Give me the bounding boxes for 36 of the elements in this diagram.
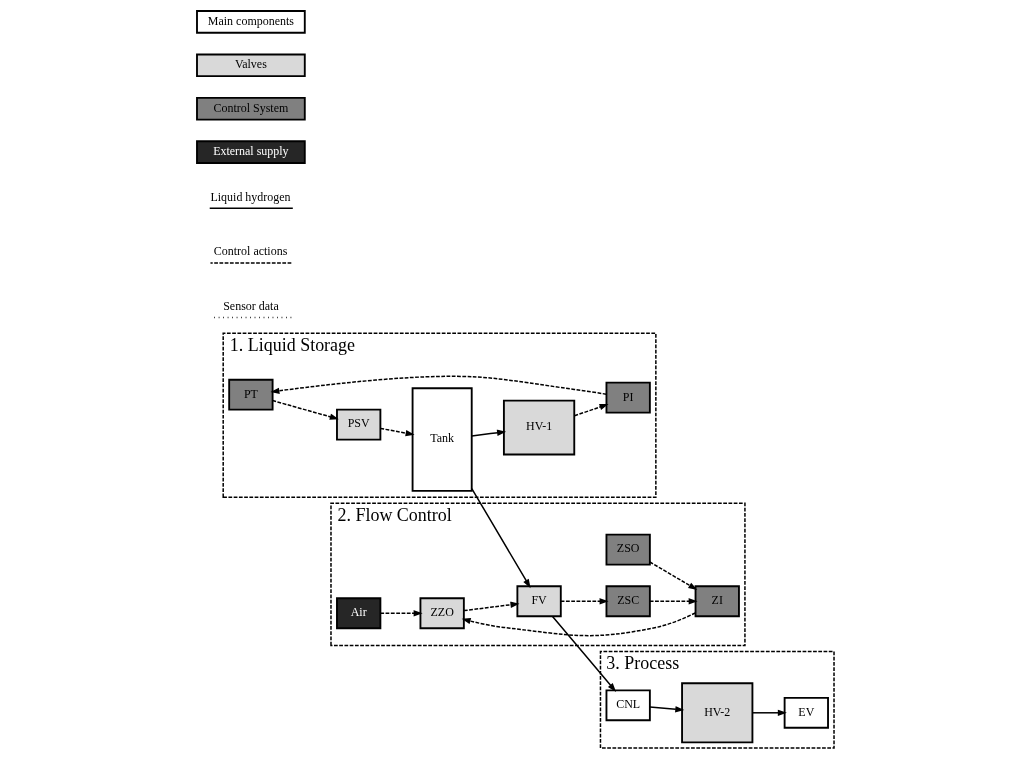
node-box: ZSO	[605, 533, 651, 566]
node-box: HV-2	[680, 682, 753, 744]
arrow	[462, 601, 519, 612]
arrow	[271, 399, 339, 420]
arrow	[551, 615, 616, 692]
node-box: FV	[515, 585, 562, 618]
node-box: HV-1	[502, 399, 575, 456]
arrow	[648, 561, 697, 590]
legend-label: Control System	[212, 100, 288, 115]
node-box: ZI	[694, 585, 740, 618]
arrow	[269, 375, 607, 395]
arrow	[470, 429, 506, 437]
arrow	[573, 404, 609, 417]
legend-label: Main components	[207, 13, 294, 28]
legend-label: Control actions	[213, 244, 287, 259]
node-box: Tank	[411, 387, 473, 492]
legend-label: Valves	[234, 57, 267, 72]
arrow	[751, 709, 787, 716]
arrow	[379, 427, 415, 437]
node-box: CNL	[605, 689, 651, 722]
legend-label: Sensor data	[222, 298, 279, 313]
legend-label: External supply	[212, 143, 289, 158]
arrow	[648, 706, 684, 713]
arrow	[648, 598, 698, 605]
node-box: PSV	[335, 408, 381, 441]
arrow	[470, 487, 531, 589]
arrow	[379, 610, 423, 617]
node-box: PT	[227, 378, 274, 411]
node-box: ZSC	[605, 585, 651, 618]
arrow	[461, 612, 696, 637]
node-box: Air	[335, 597, 381, 630]
legend-label: Liquid hydrogen	[209, 189, 291, 204]
arrow	[559, 598, 609, 605]
node-box: ZZO	[419, 597, 465, 630]
node-box: EV	[783, 696, 829, 729]
node-box: PI	[605, 381, 651, 414]
